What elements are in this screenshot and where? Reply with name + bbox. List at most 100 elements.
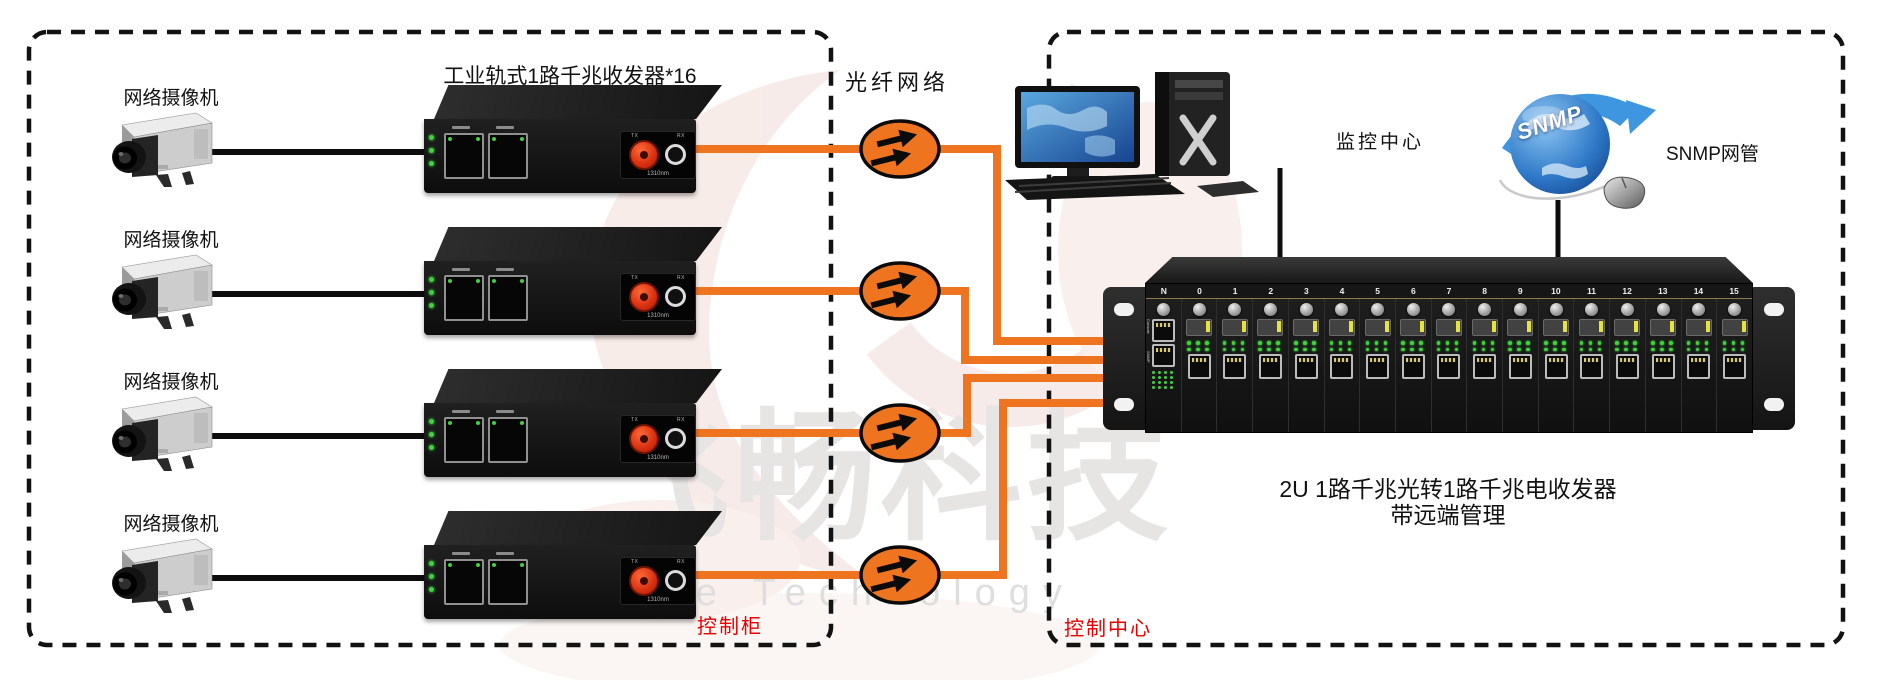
rj45-port [1294, 354, 1318, 379]
rx-fiber-port [665, 570, 686, 591]
rj45-port [1258, 354, 1282, 379]
media-converter-1: TX RX 1310nm [424, 85, 724, 195]
ip-camera-icon [111, 538, 213, 614]
rack-slot-number: 5 [1375, 286, 1381, 296]
rj45-port [1366, 354, 1390, 379]
rack-slot-number: 14 [1693, 286, 1704, 296]
rack-slot-number: 11 [1587, 286, 1596, 296]
slot-status-leds [1365, 341, 1390, 351]
optical-port-block: TX RX 1310nm [620, 131, 696, 179]
slot-status-leds [1258, 341, 1282, 351]
rack-slot-number: 12 [1622, 286, 1632, 296]
rj45-port [1473, 354, 1497, 379]
sfp-port [1257, 319, 1284, 336]
thumbscrew [1228, 303, 1242, 316]
thumbscrew [1656, 303, 1670, 316]
rack-slot [1645, 299, 1682, 432]
sfp-port [1221, 319, 1248, 336]
rack-slot [1181, 299, 1218, 432]
mgmt-leds [1152, 371, 1174, 389]
thumbscrew [1728, 303, 1742, 316]
thumbscrew [1442, 303, 1456, 316]
thumbscrew [1263, 303, 1277, 316]
control-cabinet-zone-border [26, 29, 834, 648]
rj45-port [1401, 354, 1425, 379]
fc-fiber-connector [629, 282, 659, 312]
rack-caption-line1: 2U 1路千兆光转1路千兆电收发器 [1279, 476, 1617, 502]
slot-status-leds [1436, 341, 1461, 351]
rack-mount-ear-right [1753, 287, 1795, 430]
fc-fiber-connector [629, 140, 659, 170]
fc-fiber-connector [629, 566, 659, 596]
ip-camera-icon [111, 396, 213, 472]
sfp-port [1650, 319, 1677, 336]
rj45-port [444, 133, 484, 179]
rj45-port [1544, 354, 1568, 379]
thumbscrew [1335, 303, 1349, 316]
rack-slot [1324, 299, 1361, 432]
sfp-port [1578, 319, 1605, 336]
sfp-port [1435, 319, 1462, 336]
sfp-port [1685, 319, 1712, 336]
rack-slot-number: 13 [1658, 286, 1668, 296]
rack-slot [1288, 299, 1325, 432]
rack-slot-number: 7 [1446, 286, 1452, 296]
ethernet-cables [210, 149, 436, 581]
sfp-port [1186, 319, 1213, 336]
status-leds [429, 135, 434, 174]
camera-label-3: 网络摄像机 [123, 372, 219, 393]
media-converter-4: TX RX 1310nm [424, 511, 724, 621]
fiber-coupler-icon [859, 403, 941, 463]
thumbscrew [1549, 303, 1563, 316]
slot-status-leds [1651, 341, 1675, 351]
thumbscrew [1585, 303, 1599, 316]
slot-status-leds [1579, 341, 1604, 351]
rack-slot [1503, 299, 1539, 432]
sfp-port [1400, 319, 1427, 336]
snmp-management-label: SNMP网管 [1666, 144, 1759, 165]
thumbscrew [1478, 303, 1492, 316]
rack-slot [1360, 299, 1396, 432]
rj45-port [1651, 354, 1675, 379]
rack-slot-number: N [1160, 286, 1167, 296]
camera-label-2: 网络摄像机 [123, 230, 219, 251]
rack-slot [1610, 299, 1646, 432]
rx-label: RX [677, 133, 685, 139]
rack-slot [1681, 299, 1718, 432]
console-port-label: Console [1146, 319, 1151, 334]
rack-slot-number: 4 [1339, 286, 1345, 296]
rack-slot [1395, 299, 1432, 432]
rx-fiber-port [665, 428, 686, 449]
rack-slot [1431, 299, 1468, 432]
sfp-port [1328, 319, 1355, 336]
rj45-port [1615, 354, 1639, 379]
sfp-port [1614, 319, 1641, 336]
camera-label-1: 网络摄像机 [123, 88, 219, 109]
rack-slot-row: Console SNMP [1146, 299, 1752, 432]
rj45-port [1580, 354, 1604, 379]
rack-caption: 2U 1路千兆光转1路千兆电收发器 带远端管理 [1148, 476, 1748, 529]
rack-slot [1538, 299, 1575, 432]
tx-label: TX [631, 133, 639, 139]
fiber-coupler-icon [859, 545, 941, 605]
rack-slot-number: 15 [1729, 286, 1739, 296]
rj45-port [488, 133, 528, 179]
rack-slot-number: 9 [1517, 286, 1523, 296]
rack-slot: Console SNMP [1146, 299, 1182, 432]
thumbscrew [1156, 303, 1170, 316]
fiber-coupler-icon [859, 119, 941, 179]
thumbscrew [1299, 303, 1313, 316]
rx-fiber-port [665, 144, 686, 165]
rack-slot-number: 3 [1304, 286, 1309, 296]
sfp-port [1721, 319, 1748, 336]
rj45-port [1437, 354, 1461, 379]
slot-status-leds [1615, 341, 1639, 351]
sfp-port [1364, 319, 1391, 336]
fc-fiber-connector [629, 424, 659, 454]
rack-top-face [1145, 257, 1753, 283]
rack-slot [1217, 299, 1254, 432]
thumbscrew [1371, 303, 1385, 316]
